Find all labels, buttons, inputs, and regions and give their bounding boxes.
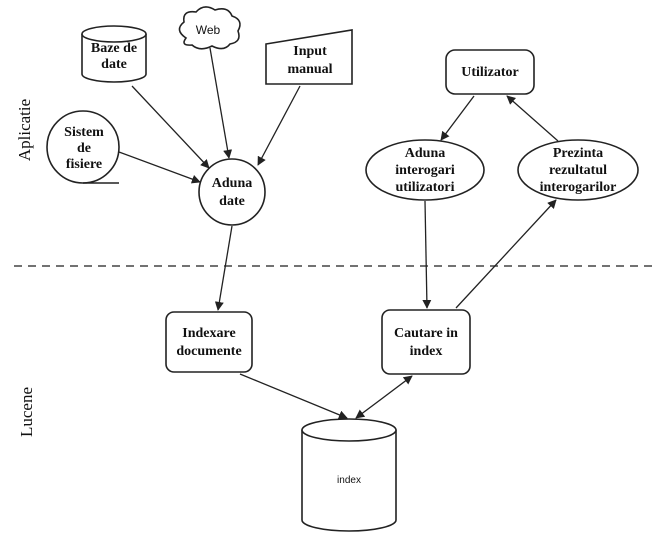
web-node: Web bbox=[178, 6, 241, 50]
index-node: index bbox=[301, 418, 397, 532]
arrow-input-to-aduna bbox=[257, 85, 301, 166]
utilizator-label: Utilizator bbox=[461, 65, 519, 80]
layer-label-lucene: Lucene bbox=[17, 387, 36, 437]
web-label: Web bbox=[196, 23, 221, 37]
utilizator-node: Utilizator bbox=[445, 49, 535, 95]
arrow-web-to-aduna bbox=[209, 47, 233, 159]
arrow-aduna-interogari-to-cautare bbox=[422, 200, 432, 309]
index-label: index bbox=[337, 475, 361, 486]
layer-label-aplicatie: Aplicatie bbox=[15, 99, 34, 161]
arrow-indexare-to-index bbox=[239, 373, 348, 420]
arrow-sistem-to-aduna bbox=[118, 151, 201, 184]
arrow-utilizator-to-aduna-interogari bbox=[440, 95, 475, 141]
arrow-aduna-to-indexare bbox=[214, 225, 233, 311]
arrow-cautare-to-prezinta bbox=[455, 199, 557, 309]
arrow-cautare-index-bidirectional bbox=[355, 375, 413, 419]
arrow-baze-to-aduna bbox=[131, 85, 210, 169]
arrow-prezinta-to-utilizator bbox=[506, 95, 559, 142]
